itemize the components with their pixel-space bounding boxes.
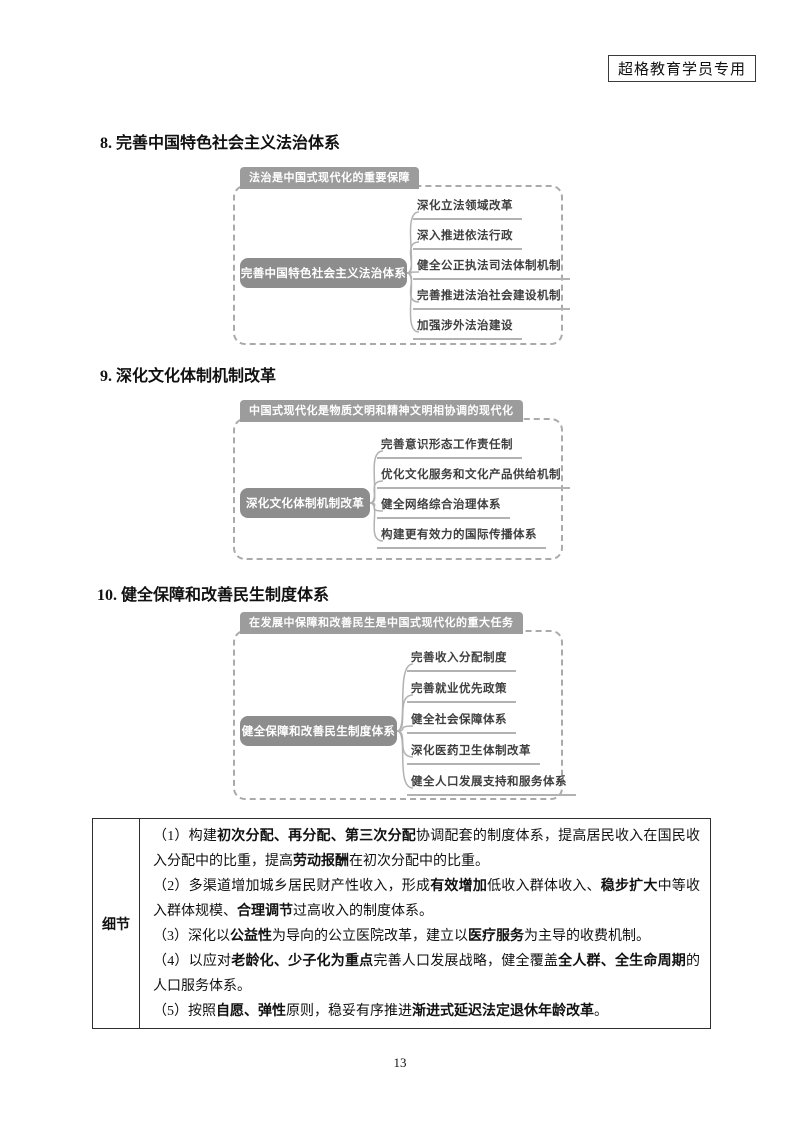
branch-item: 深化医药卫生体制改革 [407, 730, 540, 765]
detail-text: 为主导的收费机制。 [524, 929, 650, 944]
detail-text-bold: 稳步扩大 [600, 879, 658, 894]
branch-connectors [406, 211, 420, 333]
branch-connector-line [369, 502, 384, 542]
branch-connectors [396, 663, 414, 789]
section-heading-8: 8. 完善中国特色社会主义法治体系 [100, 135, 341, 152]
mindmap-tab: 在发展中保障和改善民生是中国式现代化的重大任务 [240, 612, 523, 634]
detail-text-bold: 医疗服务 [468, 929, 524, 944]
detail-text: （4）以应对 [153, 954, 232, 969]
detail-text: 的人口服务体系。 [153, 954, 701, 994]
detail-text-bold: 全人群、全生命周期 [558, 954, 687, 969]
detail-text-bold: 合理调节 [237, 904, 293, 919]
branch-item: 完善就业优先政策 [407, 668, 516, 703]
mindmap-center-node: 完善中国特色社会主义法治体系 [240, 258, 407, 288]
detail-text-bold: 劳动报酬 [293, 854, 349, 869]
branch-connector-line [369, 480, 384, 504]
mindmap-center-node: 深化文化体制机制改革 [240, 488, 370, 518]
member-badge: 超格教育学员专用 [608, 55, 757, 82]
detail-text: （1）构建 [153, 829, 218, 844]
mindmap-center-node: 健全保障和改善民生制度体系 [240, 716, 397, 746]
branch-item: 健全人口发展支持和服务体系 [407, 761, 576, 796]
detail-text: （2）多渠道增加城乡居民财产性收入，形成 [153, 879, 431, 894]
mindmap-culture-reform: 中国式现代化是物质文明和精神文明相协调的现代化 深化文化体制机制改革 完善意识形… [233, 400, 570, 561]
detail-text-bold: 渐进式延迟法定退休年龄改革 [412, 1004, 594, 1019]
section-heading-10: 10. 健全保障和改善民生制度体系 [97, 587, 330, 604]
branch-item: 完善推进法治社会建设机制 [413, 275, 570, 310]
detail-text: 在初次分配中的比重。 [349, 854, 489, 869]
branch-connectors [369, 450, 384, 542]
branch-item: 健全公正执法司法体制机制 [413, 245, 570, 280]
detail-text-bold: 公益性 [230, 929, 272, 944]
mindmap-tab: 法治是中国式现代化的重要保障 [240, 167, 419, 189]
detail-text-bold: 老龄化、少子化为重点 [231, 954, 374, 969]
branch-item: 深入推进依法行政 [413, 215, 522, 250]
branch-item: 完善意识形态工作责任制 [377, 424, 522, 459]
detail-point: （1）构建初次分配、再分配、第三次分配协调配套的制度体系，提高居民收入在国民收入… [153, 824, 700, 874]
branch-item: 加强涉外法治建设 [413, 305, 522, 340]
detail-point: （3）深化以公益性为导向的公立医院改革，建立以医疗服务为主导的收费机制。 [153, 924, 700, 949]
branch-item: 构建更有效力的国际传播体系 [377, 514, 546, 549]
branch-connector-line [396, 730, 414, 789]
branch-item: 完善收入分配制度 [407, 637, 516, 672]
section-heading-9: 9. 深化文化体制机制改革 [100, 368, 277, 385]
page-number: 13 [393, 1055, 407, 1070]
mindmap-livelihood-system: 在发展中保障和改善民生是中国式现代化的重大任务 健全保障和改善民生制度体系 完善… [233, 612, 576, 802]
detail-text: 中等收入群体规模、 [153, 879, 701, 919]
branch-item: 优化文化服务和文化产品供给机制 [377, 454, 570, 489]
detail-text: 协调配套的制度体系，提高居民收入在国民收入分配中的比重，提高 [153, 829, 701, 869]
mindmap-dashed-border [233, 418, 563, 560]
detail-point: （5）按照自愿、弹性原则，稳妥有序推进渐进式延迟法定退休年龄改革。 [153, 999, 700, 1024]
detail-text: （5）按照 [153, 1004, 216, 1019]
detail-text: 完善人口发展战略，健全覆盖 [373, 954, 559, 969]
detail-text-bold: 有效增加 [430, 879, 488, 894]
branch-connector-line [406, 241, 420, 274]
branch-connector-line [406, 272, 420, 333]
detail-text-bold: 初次分配、再分配、第三次分配 [217, 829, 417, 844]
mindmap-tab: 中国式现代化是物质文明和精神文明相协调的现代化 [240, 400, 523, 422]
mindmap-law-system: 法治是中国式现代化的重要保障 完善中国特色社会主义法治体系 深化立法领域改革深入… [233, 167, 570, 345]
detail-row-label: 细节 [93, 819, 140, 1028]
detail-cell: （1）构建初次分配、再分配、第三次分配协调配套的制度体系，提高居民收入在国民收入… [140, 819, 710, 1028]
branch-connector-line [396, 694, 414, 732]
detail-point: （2）多渠道增加城乡居民财产性收入，形成有效增加低收入群体收入、稳步扩大中等收入… [153, 874, 700, 924]
detail-text: 过高收入的制度体系。 [293, 904, 433, 919]
detail-text: 为导向的公立医院改革，建立以 [272, 929, 468, 944]
detail-point: （4）以应对老龄化、少子化为重点完善人口发展战略，健全覆盖全人群、全生命周期的人… [153, 949, 700, 999]
detail-text-bold: 自愿、弹性 [216, 1004, 286, 1019]
detail-text: （3）深化以 [153, 929, 230, 944]
branch-item: 深化立法领域改革 [413, 185, 522, 220]
detail-text: 低收入群体收入、 [487, 879, 601, 894]
detail-text: 原则，稳妥有序推进 [286, 1004, 412, 1019]
detail-table: 细节 （1）构建初次分配、再分配、第三次分配协调配套的制度体系，提高居民收入在国… [92, 818, 711, 1029]
branch-item: 健全社会保障体系 [407, 699, 516, 734]
branch-item: 健全网络综合治理体系 [377, 484, 510, 519]
detail-text: 。 [594, 1004, 608, 1019]
